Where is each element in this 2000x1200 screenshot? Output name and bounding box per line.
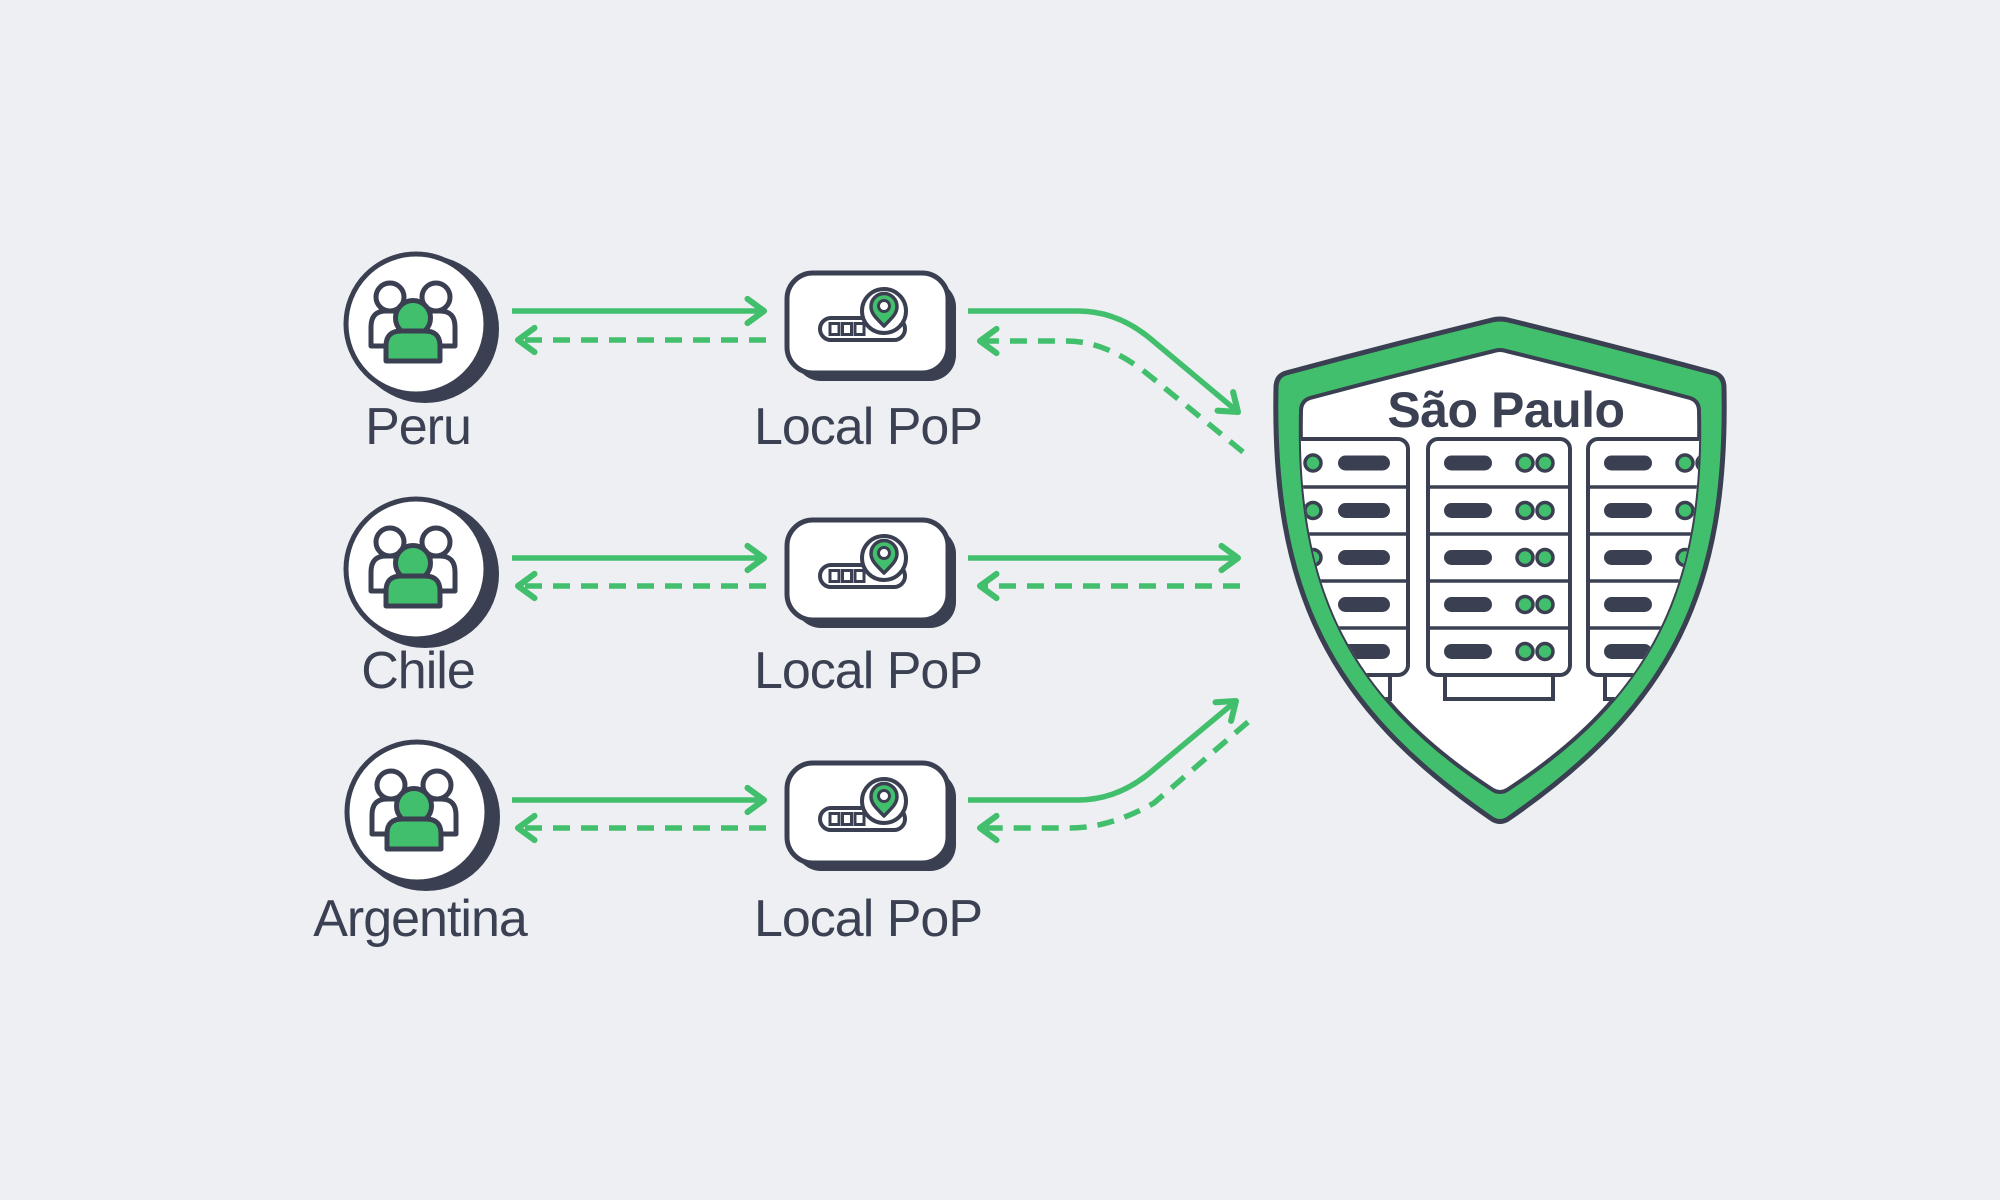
arrow-pop3-to-datacenter-solid: [968, 697, 1240, 803]
users-node-argentina: Argentina: [313, 742, 529, 948]
country-label-argentina: Argentina: [313, 890, 528, 948]
arrow-datacenter-to-pop1-dashed: [976, 325, 1245, 455]
pop-label-1: Local PoP: [754, 398, 982, 456]
pop-node-1: Local PoP: [754, 270, 983, 456]
datacenter-shield: São Paulo: [1273, 316, 1727, 824]
users-icon: [347, 742, 500, 891]
country-label-chile: Chile: [361, 642, 475, 700]
users-icon: [346, 499, 499, 648]
datacenter-label: São Paulo: [1387, 382, 1624, 438]
connection-arrows: [512, 295, 1250, 844]
users-node-chile: Chile: [346, 499, 499, 700]
users-node-peru: Peru: [346, 254, 499, 456]
pop-node-2: Local PoP: [754, 517, 983, 700]
users-icon: [346, 254, 499, 403]
country-label-peru: Peru: [365, 398, 471, 456]
pop-label-2: Local PoP: [754, 642, 982, 700]
arrow-pop1-to-datacenter-solid: [968, 308, 1242, 416]
server-rack-icon: [1428, 439, 1570, 675]
arrow-datacenter-to-pop3-dashed: [976, 719, 1250, 844]
pop-label-3: Local PoP: [754, 890, 982, 948]
pop-node-3: Local PoP: [754, 760, 983, 948]
